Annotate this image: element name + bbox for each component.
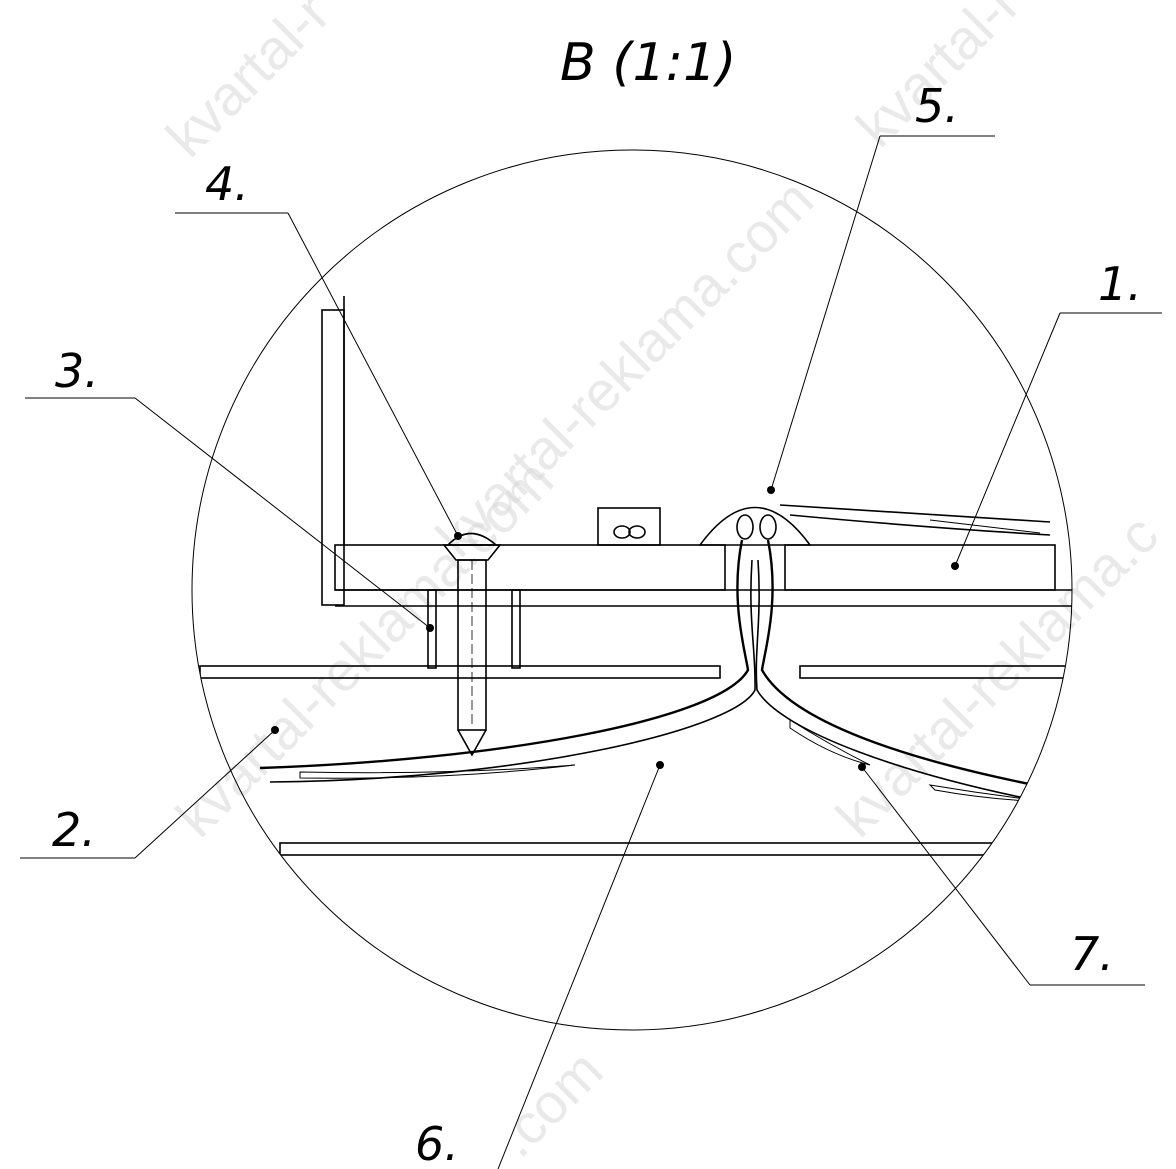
callout-6: 6. <box>415 1117 459 1169</box>
leader-lines <box>20 135 1162 1169</box>
watermark-text: kvartal-reklama.com <box>164 447 565 848</box>
tube-part-7 <box>760 539 1061 792</box>
rivet-cap <box>698 506 812 546</box>
spacer-right <box>511 589 521 669</box>
callout-3: 3. <box>55 344 99 398</box>
callout-2: 2. <box>52 803 96 857</box>
callout-7: 7. <box>1070 927 1114 981</box>
wall-panel <box>321 309 345 606</box>
clip-block <box>597 507 661 546</box>
watermark-text: .com <box>484 1038 614 1168</box>
watermark-text: kvartal-reklama.c <box>824 502 1170 848</box>
watermark-text: kvartal-r <box>154 0 342 168</box>
callout-4: 4. <box>205 157 249 211</box>
callout-1: 1. <box>1098 257 1142 311</box>
rail-upper-left <box>199 665 721 679</box>
detail-title: B (1:1) <box>560 33 736 93</box>
rail-lower <box>279 842 1001 856</box>
section-geometry <box>199 296 1072 856</box>
plate-part-1-right <box>784 544 1056 591</box>
callout-5: 5. <box>915 79 959 133</box>
tube-part-6 <box>259 539 750 770</box>
rail-upper-right <box>799 665 1072 679</box>
watermark-layer: kvartal-r kvartal-r kvartal-reklama.com … <box>154 0 1170 1168</box>
